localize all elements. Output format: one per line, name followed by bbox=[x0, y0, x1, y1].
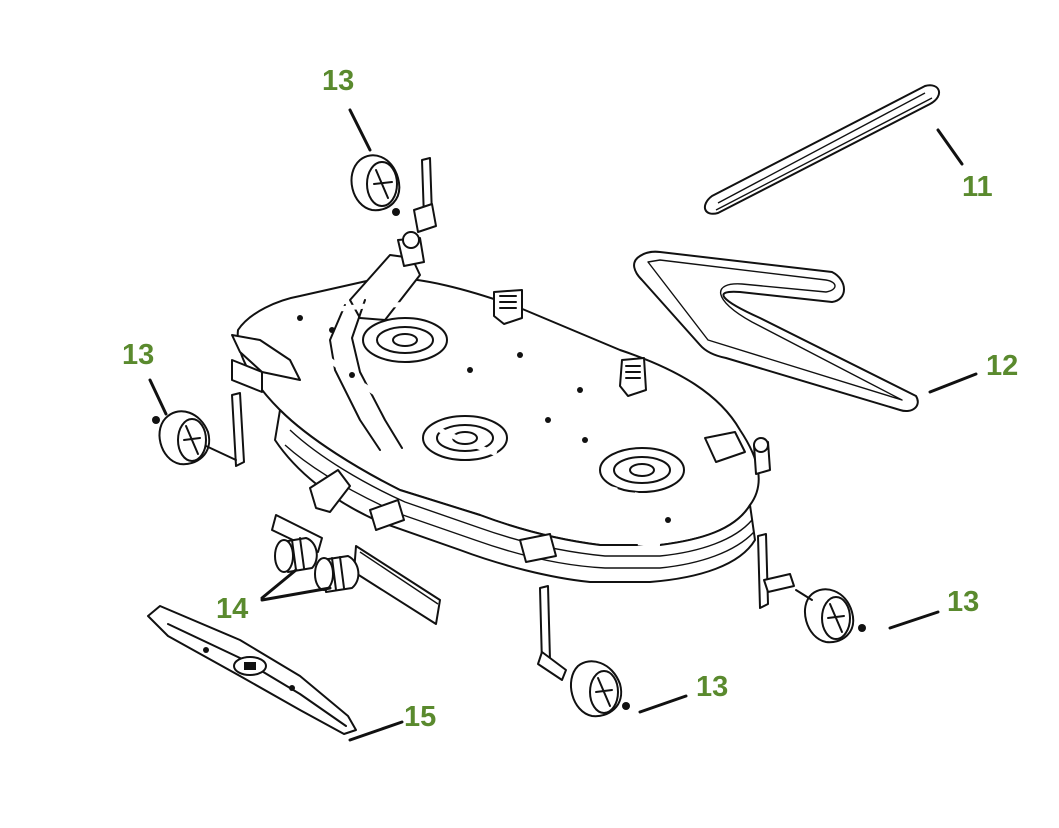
belt-loop-icon bbox=[703, 84, 940, 215]
leader-lines bbox=[148, 108, 978, 742]
callout-12: 12 bbox=[986, 350, 1018, 382]
mower-blade-icon bbox=[147, 605, 357, 735]
callout-13-bottom: 13 bbox=[696, 671, 728, 703]
gauge-wheel-icon bbox=[350, 154, 437, 233]
belt-serpentine-icon bbox=[633, 250, 919, 412]
deck-roller-icon bbox=[274, 537, 360, 593]
callout-15: 15 bbox=[404, 701, 436, 733]
callout-13-left: 13 bbox=[122, 339, 154, 371]
mower-deck-icon bbox=[231, 231, 771, 625]
gauge-wheel-icon bbox=[152, 392, 245, 467]
callout-11: 11 bbox=[962, 171, 993, 203]
callout-14: 14 bbox=[216, 593, 248, 625]
gauge-wheel-icon bbox=[537, 585, 630, 718]
gauge-wheel-icon bbox=[757, 533, 866, 644]
callout-13-right: 13 bbox=[947, 586, 979, 618]
callout-13-top: 13 bbox=[322, 65, 354, 97]
